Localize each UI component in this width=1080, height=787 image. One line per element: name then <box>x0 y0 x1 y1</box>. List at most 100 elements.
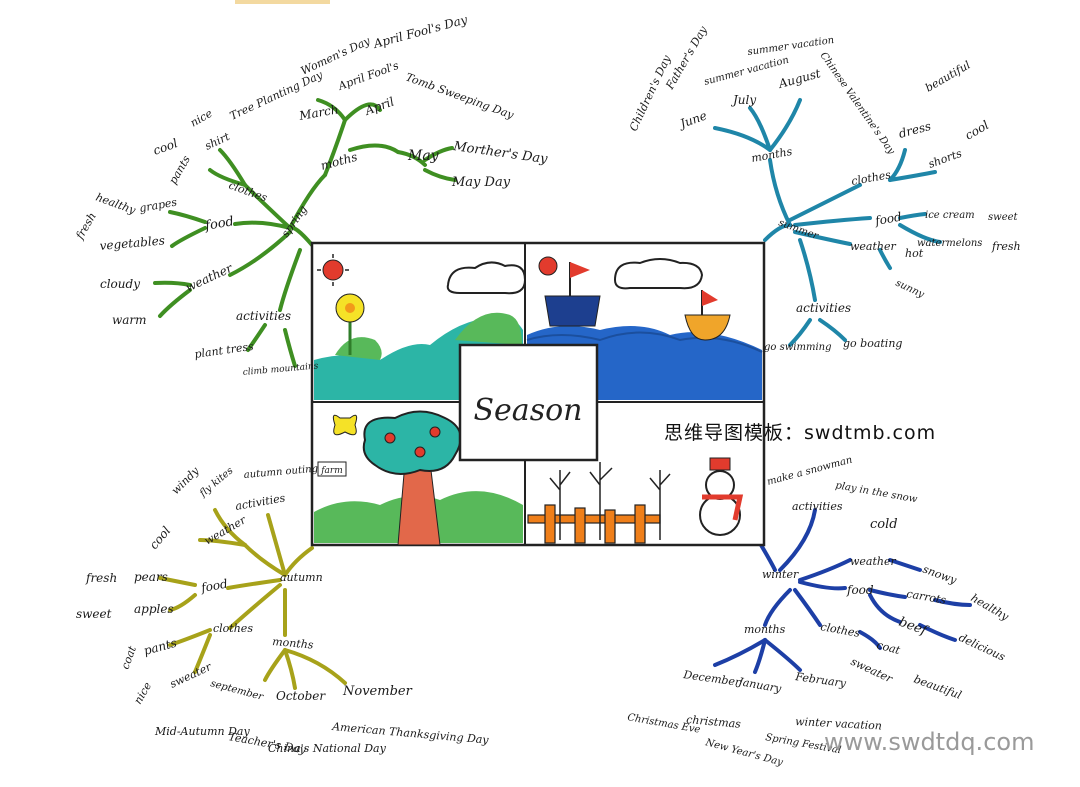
autumn-label: autumn <box>280 571 323 584</box>
autumn-november: November <box>342 684 413 699</box>
autumn-september: september <box>209 678 265 703</box>
autumn-sweater: sweater <box>168 660 214 691</box>
apple-icon <box>384 432 396 444</box>
winter-healthy: healthy <box>969 591 1012 623</box>
tree-icon <box>362 410 462 546</box>
summer-weather-label: weather <box>850 240 896 253</box>
spring-weather-label: weather <box>183 260 235 294</box>
spring-clothes-label: clothes <box>227 179 269 205</box>
autumn-pants: pants <box>142 636 178 658</box>
winter-january: January <box>736 675 784 696</box>
autumn-clothes-label: clothes <box>213 622 253 635</box>
winter-winter-vacation: winter vacation <box>795 715 882 733</box>
autumn-food-label: food <box>199 576 229 595</box>
winter-play-in-the-snow: play in the snow <box>834 480 918 505</box>
summer-sunny: sunny <box>894 278 926 301</box>
spring-healthy: healthy <box>94 191 138 218</box>
summer-sweet: sweet <box>988 212 1019 223</box>
winter-clothes-label: clothes <box>819 620 861 640</box>
winter-activities-label: activities <box>792 500 843 513</box>
autumn-nice: nice <box>131 679 154 706</box>
winter-beef: beef <box>897 615 931 640</box>
autumn-cool: cool <box>147 524 174 552</box>
summer-fresh: fresh <box>991 240 1021 253</box>
summer-activities-label: activities <box>796 301 851 315</box>
spring-vegetables: vegetables <box>99 233 165 253</box>
spring-cool: cool <box>151 136 179 158</box>
farm-sign: farm <box>317 461 347 477</box>
watermark-site-cn: 思维导图模板：swdtmb.com <box>664 422 937 444</box>
autumn-months-label: months <box>272 635 315 652</box>
summer-ice-cream: ice cream <box>925 210 975 221</box>
winter-christmas: christmas <box>686 713 742 731</box>
center-title: Season <box>474 393 583 428</box>
summer-clothes-label: clothes <box>850 168 892 188</box>
summer-beautiful: beautiful <box>923 58 973 94</box>
spring-may-day: May Day <box>451 175 511 190</box>
sun-icon <box>317 254 349 286</box>
winter-coat: coat <box>875 638 902 657</box>
winter-december: December <box>682 668 742 689</box>
autumn-fresh: fresh <box>85 571 117 585</box>
summer-go-swimming: go swimming <box>764 342 832 353</box>
summer-shorts: shorts <box>927 147 964 171</box>
farm-sign-label: farm <box>320 466 343 476</box>
spring-march: March <box>297 102 339 123</box>
spring-april-fools-day: April Fool's Day <box>371 12 469 51</box>
summer-childrens-day: Children's Day <box>627 53 674 134</box>
winter-scene <box>527 457 744 544</box>
spring-april: April <box>362 94 396 118</box>
cloud-icon <box>613 258 704 290</box>
spring-may: May <box>407 148 440 164</box>
autumn-activities-label: activities <box>234 491 286 513</box>
center-title-box <box>458 343 599 462</box>
snowman-icon <box>699 457 744 536</box>
winter-february: February <box>794 670 848 690</box>
summer-dress: dress <box>897 119 932 141</box>
autumn-scene: farm <box>314 410 523 546</box>
sailboat-icon <box>544 262 601 327</box>
spring-shirt: shirt <box>203 130 233 153</box>
autumn-october: October <box>276 689 326 703</box>
spring-nice: nice <box>188 106 215 129</box>
winter-label: winter <box>762 568 799 581</box>
butterfly-icon <box>332 414 358 436</box>
season-picture: farm Season <box>310 241 766 547</box>
autumn-apples: apples <box>134 602 174 616</box>
winter-carrots: carrots <box>905 587 947 607</box>
spring-plant-tress: plant tress <box>194 340 255 361</box>
autumn-mid-autumn-day: Mid-Autumn Day <box>154 725 250 738</box>
summer-august: August <box>776 66 822 91</box>
autumn-fly-kites: fly kites <box>197 465 235 500</box>
winter-food-label: food <box>846 583 874 597</box>
autumn-outing: autumn outing <box>243 464 318 481</box>
sailboat-icon <box>684 290 731 341</box>
summer-go-boating: go boating <box>843 337 902 350</box>
spring-mothers-day: Morther's Day <box>451 139 549 167</box>
flower-icon <box>335 293 365 355</box>
winter-sweater: sweater <box>849 655 895 686</box>
bare-tree-icon <box>549 462 671 540</box>
spring-food-label: food <box>203 214 235 234</box>
winter-months-label: months <box>744 623 786 636</box>
winter-weather-label: weather <box>850 555 896 568</box>
spring-fresh: fresh <box>73 210 99 242</box>
spring-activities-label: activities <box>236 309 291 323</box>
spring-cloudy: cloudy <box>100 277 140 291</box>
spring-months-label: moths <box>319 150 359 173</box>
spring-warm: warm <box>112 313 147 327</box>
spring-pants: pants <box>166 153 193 186</box>
apple-icon <box>414 446 426 458</box>
winter-branches <box>713 508 972 674</box>
autumn-national-day: China's National Day <box>268 742 387 755</box>
summer-july-vacation: summer vacation <box>703 55 790 88</box>
winter-beautiful: beautiful <box>912 673 964 702</box>
winter-snowy: snowy <box>921 563 959 587</box>
autumn-branches <box>158 508 347 690</box>
summer-cool: cool <box>963 118 992 143</box>
apple-icon <box>429 426 441 438</box>
summer-chinese-valentines-day: Chinese Valentine's Day <box>818 50 897 157</box>
summer-hot: hot <box>905 247 924 260</box>
autumn-coat: coat <box>119 644 140 671</box>
